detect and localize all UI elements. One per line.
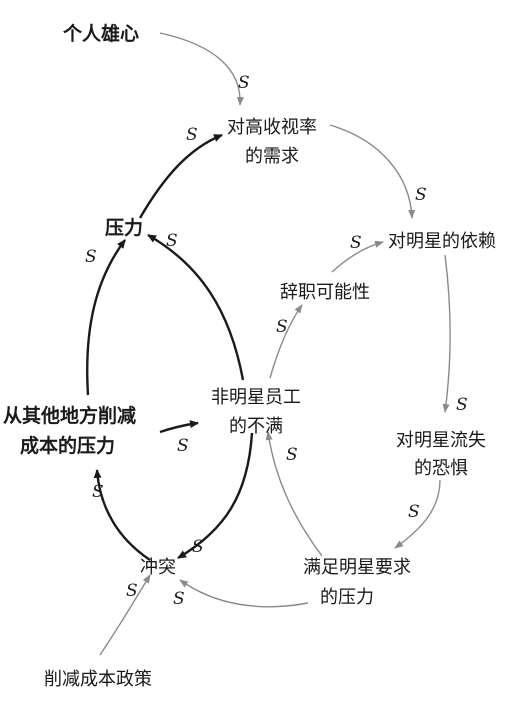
node-personal-ambition: 个人雄心 (62, 22, 139, 45)
node-pressure: 压力 (105, 216, 143, 239)
polarity-label: S (92, 482, 104, 502)
link-starpressure-to-conflict (179, 579, 309, 608)
polarity-label: S (238, 73, 250, 93)
node-star-loss-fear-line1: 对明星流失 (396, 430, 486, 451)
node-ratings-demand-line1: 对高收视率 (227, 117, 317, 138)
node-conflict: 冲突 (140, 557, 176, 578)
link-ambition-to-ratings (159, 32, 244, 106)
polarity-label: S (126, 581, 138, 601)
link-quit-to-dependence (331, 240, 384, 273)
link-fear-to-starpressure (394, 479, 441, 549)
polarity-label: S (286, 445, 298, 465)
node-cost-cutting-policy: 削减成本政策 (44, 669, 152, 690)
link-dependence-to-fear (442, 254, 451, 413)
polarity-label: S (186, 125, 198, 145)
polarity-label: S (85, 247, 97, 267)
polarity-label: S (350, 233, 362, 253)
link-conflict-to-costpressure (93, 469, 151, 561)
polarity-label: S (166, 231, 178, 251)
node-cost-pressure-line1: 从其他地方削减 (3, 404, 136, 427)
polarity-label: S (456, 395, 468, 415)
node-discontent-line1: 非明星员工 (211, 387, 301, 408)
polarity-label: S (192, 537, 204, 557)
link-policy-to-conflict (99, 574, 151, 656)
node-discontent-line2: 的不满 (229, 416, 283, 437)
link-costpressure-to-pressure (86, 239, 126, 396)
node-star-dependence: 对明星的依赖 (388, 231, 496, 252)
link-ratings-to-dependence (329, 124, 416, 219)
link-costpressure-to-discontent (159, 420, 199, 434)
node-cost-pressure-line2: 成本的压力 (20, 434, 115, 457)
node-star-demand-pressure-line2: 的压力 (320, 587, 374, 608)
link-discontent-to-conflict (177, 432, 254, 560)
polarity-label: S (408, 502, 420, 522)
link-discontent-to-pressure (147, 233, 245, 381)
node-quit-possibility: 辞职可能性 (280, 282, 370, 303)
polarity-label: S (415, 185, 427, 205)
node-star-loss-fear-line2: 的恐惧 (414, 458, 468, 479)
node-star-demand-pressure-line1: 满足明星要求 (303, 557, 411, 578)
polarity-label: S (173, 589, 185, 609)
link-discontent-to-quit (269, 304, 303, 379)
link-starpressure-to-discontent (265, 431, 323, 557)
node-ratings-demand-line2: 的需求 (245, 146, 299, 167)
polarity-label: S (276, 317, 288, 337)
polarity-label: S (177, 436, 189, 456)
link-pressure-to-ratings (138, 133, 223, 219)
